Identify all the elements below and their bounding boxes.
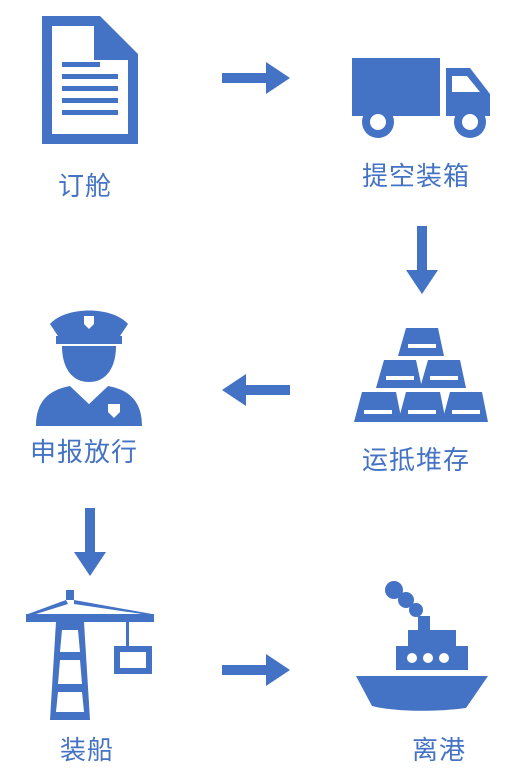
arrow-left-icon [222, 374, 290, 406]
ship-icon [356, 581, 488, 711]
stacked-bars-icon [354, 328, 488, 422]
truck-icon [352, 58, 490, 138]
step-label-customs-clearance: 申报放行 [30, 438, 139, 468]
arrow-right-icon [222, 654, 290, 686]
arrow-down-icon [406, 226, 438, 294]
step-label-departure: 离港 [412, 736, 467, 766]
document-icon [42, 16, 138, 144]
step-label-booking: 订舱 [58, 172, 113, 202]
step-label-empty-container-pickup: 提空装箱 [362, 162, 471, 192]
crane-icon [26, 590, 154, 720]
step-label-arrival-storage: 运抵堆存 [362, 446, 471, 476]
customs-officer-icon [36, 310, 142, 426]
arrow-down-icon [74, 508, 106, 576]
step-label-loading: 装船 [60, 736, 115, 766]
arrow-right-icon [222, 62, 290, 94]
